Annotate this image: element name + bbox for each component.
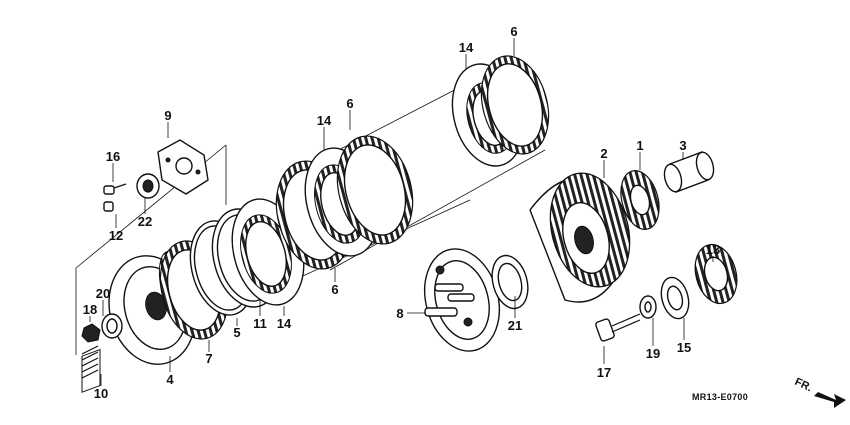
callout-15: 15 xyxy=(677,340,691,355)
callout-19: 19 xyxy=(646,346,660,361)
callout-21: 21 xyxy=(508,318,522,333)
callout-16: 16 xyxy=(106,149,120,164)
callout-13: 13 xyxy=(706,242,720,257)
callout-18: 18 xyxy=(83,302,97,317)
part-15-lock-washer xyxy=(660,276,690,320)
part-21-thrust-washer xyxy=(491,254,529,310)
part-6-friction-disc-upper xyxy=(336,135,414,245)
part-13-gear xyxy=(694,243,738,305)
callout-4: 4 xyxy=(166,372,174,387)
part-9-lifter-plate xyxy=(157,139,209,195)
callout-labels: 1 2 3 4 5 6 6 6 7 8 9 10 11 12 13 14 14 … xyxy=(83,24,720,401)
part-17-bolt xyxy=(595,313,641,342)
callout-14-lower: 14 xyxy=(277,316,292,331)
part-8-lifter-plate xyxy=(424,248,500,352)
front-direction-indicator: FR. xyxy=(793,376,846,408)
part-19-washer xyxy=(639,295,657,319)
callout-3: 3 xyxy=(679,138,686,153)
callout-5: 5 xyxy=(233,325,240,340)
part-16-bolt xyxy=(103,183,127,195)
callout-9: 9 xyxy=(164,108,171,123)
callout-20: 20 xyxy=(96,286,110,301)
leader-lines xyxy=(89,38,714,386)
direction-label: FR. xyxy=(793,376,814,394)
callout-14-top: 14 xyxy=(459,40,474,55)
callout-1: 1 xyxy=(636,138,643,153)
part-10-clutch-spring xyxy=(81,345,101,393)
part-3-collar xyxy=(663,151,715,193)
callout-14-mid: 14 xyxy=(317,113,332,128)
part-12-pin xyxy=(103,201,114,212)
callout-8: 8 xyxy=(396,306,403,321)
callout-17: 17 xyxy=(597,365,611,380)
part-22-bearing xyxy=(136,173,160,199)
callout-10: 10 xyxy=(94,386,108,401)
part-1-primary-gear xyxy=(620,170,660,230)
callout-22: 22 xyxy=(138,214,152,229)
callout-6-top: 6 xyxy=(510,24,517,39)
front-arrow-icon xyxy=(814,392,846,408)
part-6-friction-disc-top xyxy=(480,55,550,155)
part-2-clutch-outer xyxy=(529,172,631,303)
callout-12: 12 xyxy=(109,228,123,243)
callout-7: 7 xyxy=(205,351,212,366)
callout-6-mid: 6 xyxy=(346,96,353,111)
callout-2: 2 xyxy=(600,146,607,161)
part-20-washer xyxy=(101,313,123,339)
drawing-code: MR13-E0700 xyxy=(692,392,748,402)
callout-11: 11 xyxy=(253,316,267,331)
callout-6-lower: 6 xyxy=(331,282,338,297)
part-18-nut xyxy=(81,323,101,343)
